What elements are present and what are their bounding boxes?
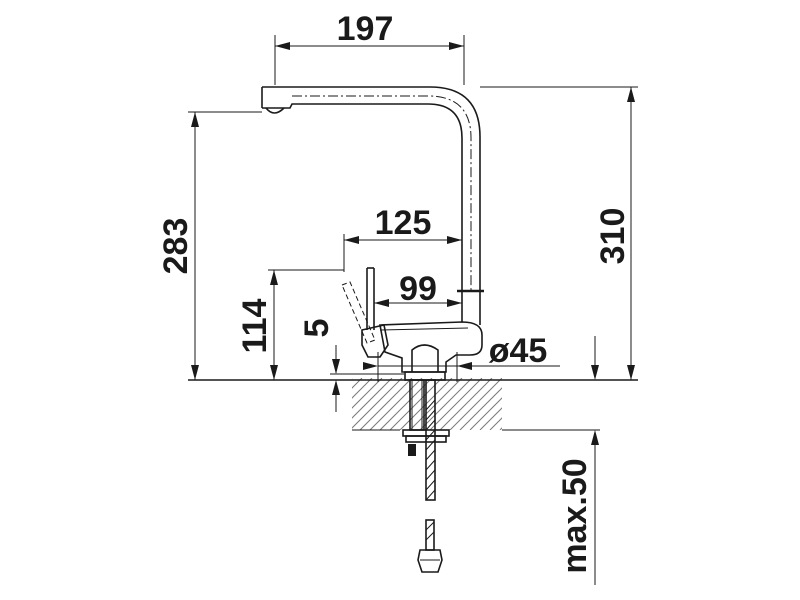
- dimension-spout-reach: 197: [274, 10, 465, 85]
- dimension-body-reach: 99: [374, 270, 462, 308]
- dim-label-spout-height: 283: [157, 218, 195, 275]
- lever-base: [361, 324, 389, 358]
- dim-label-body-reach: 99: [399, 270, 437, 308]
- dim-label-base-offset: 5: [298, 319, 336, 338]
- faucet: [261, 86, 484, 381]
- countertop-hatching: [352, 378, 502, 430]
- spout-outlet: [265, 107, 285, 114]
- spout-outline-inner: [262, 103, 463, 322]
- dimension-lever-reach: 125: [343, 204, 463, 272]
- faucet-body: [379, 321, 483, 373]
- mounting-hardware: [402, 379, 450, 573]
- lever-alt-position: [341, 281, 376, 344]
- dimension-spout-height: 283: [157, 111, 262, 380]
- base-collar: [404, 371, 446, 381]
- dim-label-lever-reach: 125: [375, 204, 432, 242]
- dimension-total-height: 310: [480, 86, 638, 380]
- dim-label-max-thickness: max.50: [556, 458, 594, 573]
- dim-label-base-diameter: ø45: [489, 332, 548, 370]
- spout-outline-outer: [262, 86, 481, 325]
- countertop-section: [188, 378, 638, 431]
- dimension-base-offset: 5: [298, 319, 404, 412]
- dimension-lever-height: 114: [236, 269, 344, 380]
- hose-fitting: [417, 549, 443, 573]
- dimension-max-thickness: max.50: [556, 336, 599, 585]
- dim-label-lever-height: 114: [236, 298, 274, 353]
- dim-label-spout-reach: 197: [337, 10, 394, 48]
- dimension-base-diameter: ø45: [363, 332, 560, 382]
- dim-label-total-height: 310: [594, 208, 632, 265]
